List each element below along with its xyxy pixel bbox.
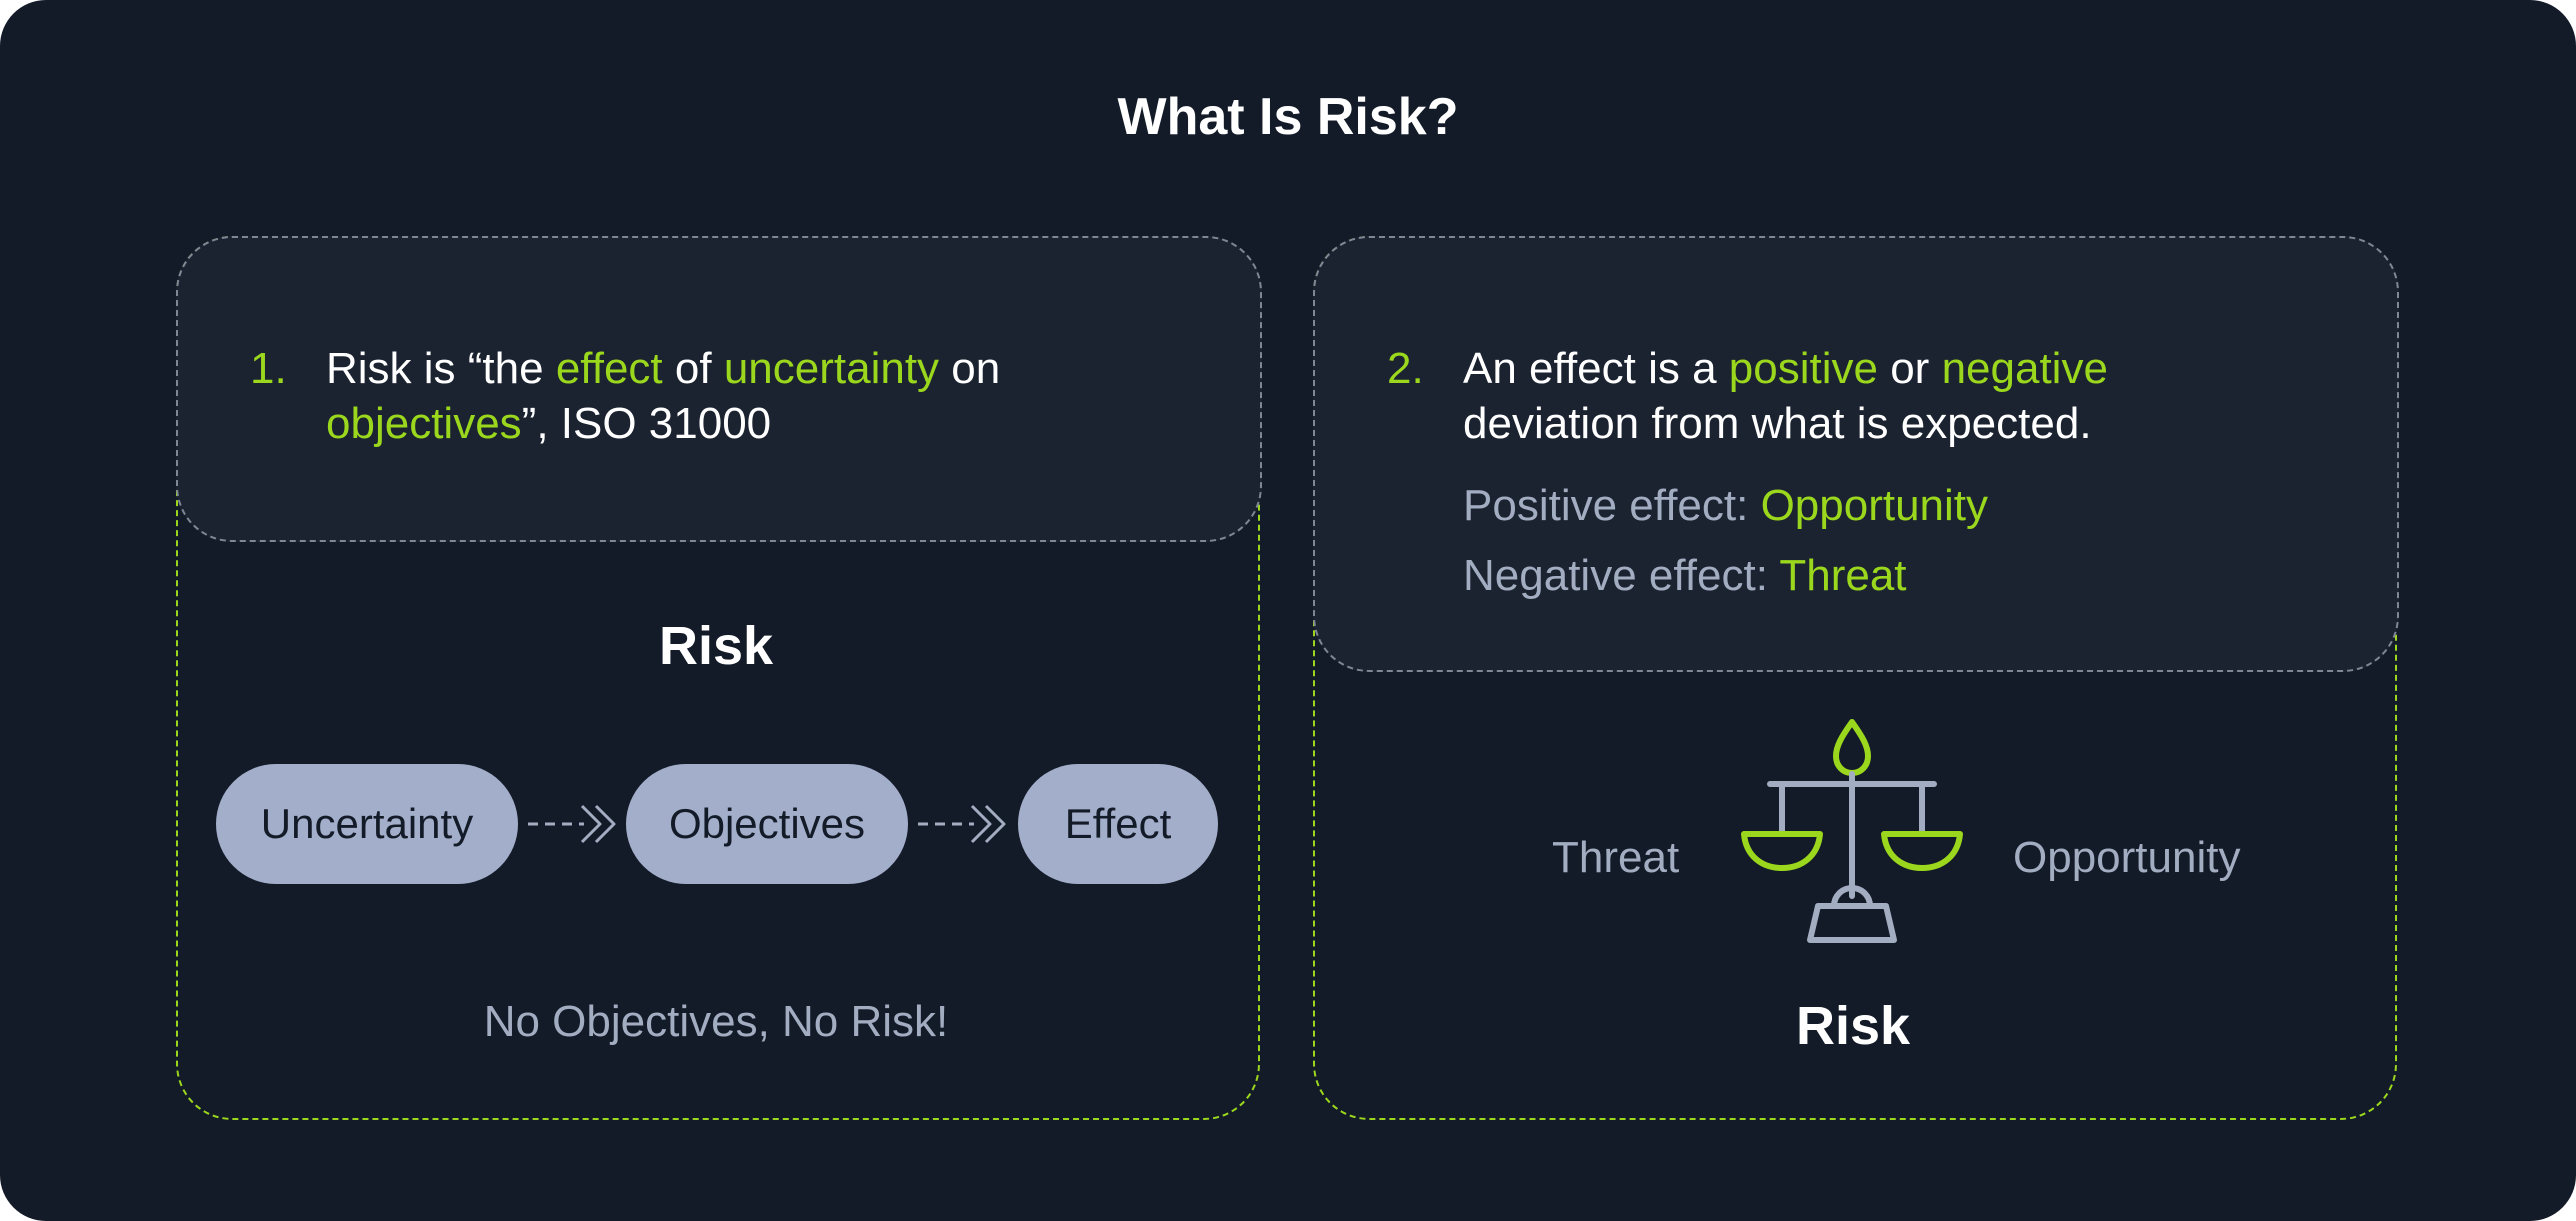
positive-effect-label: Positive effect: bbox=[1463, 481, 1761, 530]
def-text-1: Risk is “the bbox=[326, 344, 556, 393]
flow-pill-effect: Effect bbox=[1018, 764, 1218, 884]
positive-effect-value: Opportunity bbox=[1760, 481, 1989, 530]
flow-pill-uncertainty: Uncertainty bbox=[216, 764, 518, 884]
left-risk-heading: Risk bbox=[658, 616, 774, 676]
scale-left-label: Threat bbox=[1552, 833, 1680, 882]
left-number: 1. bbox=[250, 344, 287, 393]
scale-right-label: Opportunity bbox=[2013, 833, 2241, 882]
positive-effect-line: Positive effect: Opportunity bbox=[1463, 478, 1988, 534]
def-text-2: of bbox=[662, 344, 724, 393]
right-definition-line-1: An effect is a positive or negative bbox=[1463, 341, 2108, 397]
effect-negative: negative bbox=[1941, 344, 2108, 393]
def-objectives: objectives bbox=[326, 399, 522, 448]
negative-effect-label: Negative effect: bbox=[1463, 551, 1780, 600]
page-title: What Is Risk? bbox=[1117, 88, 1459, 146]
left-definition-box bbox=[176, 236, 1262, 542]
right-definition-box bbox=[1313, 236, 2399, 672]
left-definition-line-1: Risk is “the effect of uncertainty on bbox=[326, 341, 1000, 397]
left-definition-line-2: objectives”, ISO 31000 bbox=[326, 396, 771, 452]
flow-pill-objectives: Objectives bbox=[626, 764, 908, 884]
negative-effect-value: Threat bbox=[1779, 551, 1907, 600]
def-effect: effect bbox=[555, 344, 663, 393]
right-number: 2. bbox=[1387, 344, 1424, 393]
def-uncertainty: uncertainty bbox=[723, 344, 940, 393]
balance-scale-icon bbox=[1741, 719, 1963, 943]
effect-text-1: An effect is a bbox=[1463, 344, 1729, 393]
negative-effect-line: Negative effect: Threat bbox=[1463, 548, 1907, 604]
def-text-3: on bbox=[939, 344, 1001, 393]
right-risk-heading: Risk bbox=[1795, 996, 1911, 1056]
effect-text-2: or bbox=[1877, 344, 1942, 393]
dashed-arrow-2 bbox=[918, 804, 1006, 844]
def-text-4: ”, ISO 31000 bbox=[521, 399, 772, 448]
dashed-arrow-1 bbox=[528, 804, 616, 844]
effect-positive: positive bbox=[1728, 344, 1878, 393]
left-caption: No Objectives, No Risk! bbox=[483, 997, 949, 1046]
right-definition-line-2: deviation from what is expected. bbox=[1463, 399, 2092, 448]
